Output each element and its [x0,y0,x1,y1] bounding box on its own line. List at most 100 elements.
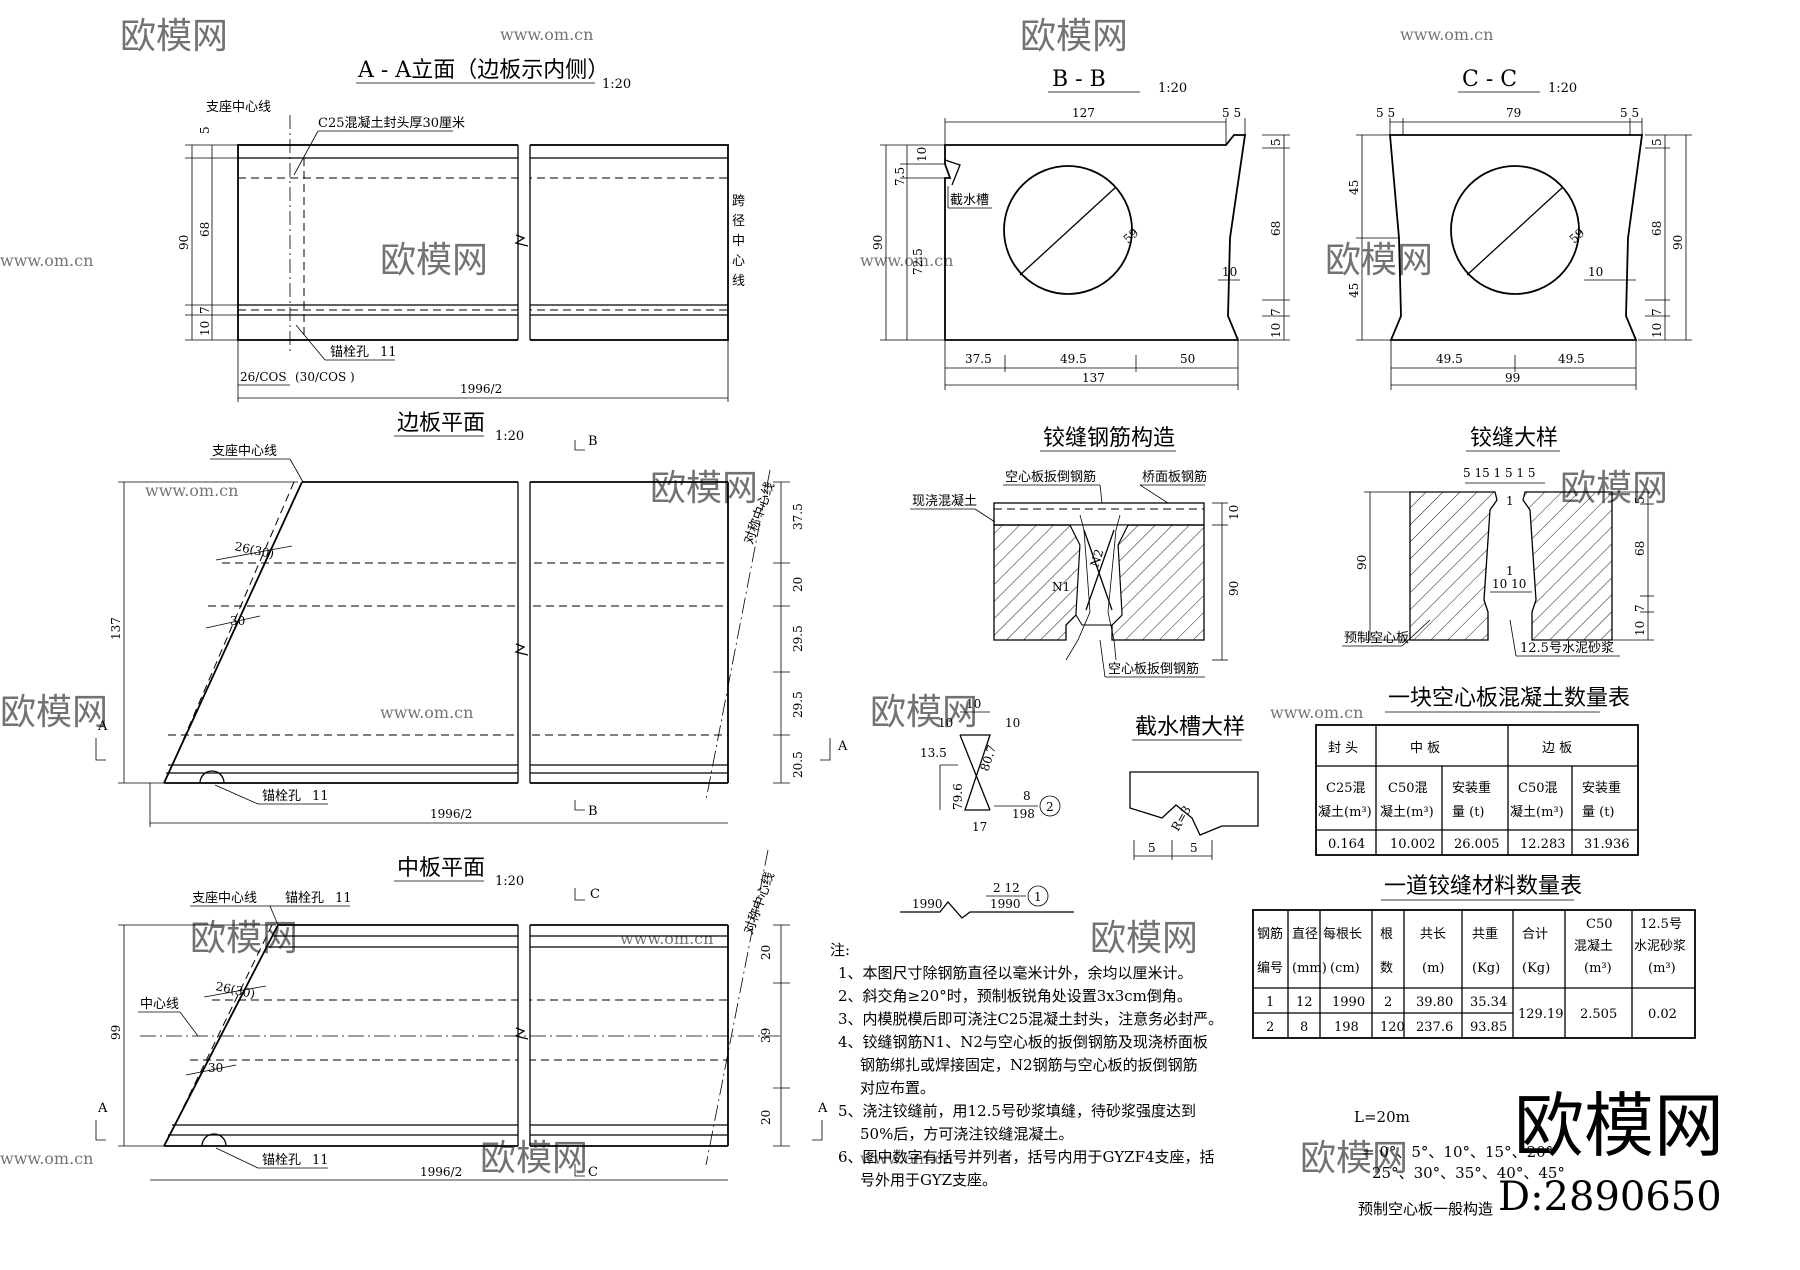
t2-r0-c2: 1990 [1332,995,1365,1010]
note-1: 1、本图尺寸除钢筋直径以毫米计外，余均以厘米计。 [838,964,1193,982]
wm-url-10: www.om.cn [860,1149,953,1168]
mid-title: 中板平面 [397,856,485,881]
svg-text:量 (t): 量 (t) [1582,805,1615,820]
t2-r0-c3: 2 [1384,995,1392,1010]
t2-r0-c1: 12 [1296,995,1313,1010]
edge-dim-20: 20 [791,577,805,592]
t2-r1-c5: 93.85 [1470,1020,1507,1035]
t2-r0-c0: 1 [1266,995,1274,1010]
note-4b: 钢筋绑扎或焊接固定，N2钢筋与空心板的扳倒钢筋 [860,1056,1198,1074]
edge-sec-a-left: A [97,719,108,734]
mid-dim-30: 30 [208,1061,223,1075]
mid-support-cl: 支座中心线 [192,891,257,906]
note-5b: 50%后，方可浇注铰缝混凝土。 [860,1125,1073,1143]
svg-text:中: 中 [732,234,745,249]
bar2-dim-10r: 10 [1005,716,1020,730]
mid-dim-99: 99 [109,1025,123,1040]
wm-brand-8: 欧模网 [870,692,978,733]
hinge-rebar-deck: 桥面板钢筋 [1142,469,1207,485]
hinge-detail: 铰缝大样 5 15 1 5 1 5 90 5 68 7 10 1 1 10 10… [1342,426,1654,657]
cc-dim-5: 5 [1650,138,1664,146]
bb-section: B - B 1:20 59 截水槽 127 5 5 10 7.5 90 72.5 [871,67,1290,390]
cc-dim-45a: 45 [1347,180,1361,195]
bb-dim-7: 7 [1269,308,1283,316]
t2-r1-c4: 237.6 [1416,1020,1453,1035]
mid-scale: 1:20 [495,874,524,889]
bar2-circle: 2 [1046,800,1054,814]
aa-dim-68: 68 [198,222,212,237]
t2-r1-c0: 2 [1266,1020,1274,1035]
table1-v-4: 31.936 [1584,837,1630,852]
svg-text:线: 线 [732,274,745,289]
hinge-dim-10: 10 [1633,621,1647,636]
cc-dim-90: 90 [1671,235,1685,250]
svg-text:根: 根 [1380,927,1393,942]
note-6b: 号外用于GYZ支座。 [860,1171,997,1189]
hinge-rebar-n2: N2 [1088,547,1107,569]
aa-elevation: A - A立面（边板示内侧） 1:20 支座中心线 C25混凝土封头厚30厘米 … [177,58,745,402]
bb-scale: 1:20 [1158,81,1187,96]
note-3: 3、内模脱模后即可浇注C25混凝土封头，注意务必封严。 [838,1010,1223,1028]
svg-text:(Kg): (Kg) [1522,961,1550,976]
cc-dim-59: 59 [1567,226,1588,247]
bar1-circle: 1 [1034,890,1042,904]
wm-brand-3: 欧模网 [380,240,488,281]
table1-v-3: 12.283 [1520,837,1566,852]
edge-sec-b-top: B [588,434,598,449]
bb-dim-90: 90 [871,235,885,250]
table1-v-0: 0.164 [1328,837,1365,852]
t2-total-kg: 129.19 [1518,1007,1564,1022]
table2-title: 一道铰缝材料数量表 [1384,874,1582,899]
wm-url-5: www.om.cn [145,481,238,500]
svg-text:(m³): (m³) [1584,961,1612,976]
footer-title: 预制空心板一般构造 [1358,1200,1493,1218]
note-6: 6、图中数字有括号并列者，括号内用于GYZF4支座，括 [838,1148,1215,1166]
watermarks: 欧模网 www.om.cn 欧模网 www.om.cn 欧模网 www.om.c… [0,16,1724,1220]
bb-dim-10c: 10 [1269,323,1283,338]
mid-dim-20a: 20 [759,945,773,960]
bar2-dim-10l: 10 [938,716,953,730]
aa-dim-len: 1996/2 [460,382,502,396]
svg-text:数: 数 [1380,961,1393,976]
wm-url-9: www.om.cn [0,1149,93,1168]
bb-dim-50: 50 [1180,352,1195,366]
wm-brand-4: 欧模网 [1325,240,1433,281]
svg-text:编号: 编号 [1257,961,1283,976]
aa-dim-5: 5 [198,126,212,134]
mid-dim-26-30: 26(30) [214,979,256,1001]
cc-dim-10: 10 [1588,265,1603,279]
footer-angles-1: = 0°、5°、10°、15°、20° [1362,1143,1553,1161]
t2-r1-c2: 198 [1334,1020,1359,1035]
bb-dim-725: 72.5 [911,248,925,275]
svg-text:(m³): (m³) [1648,961,1676,976]
bar2-dim-796: 79.6 [951,783,965,810]
svg-text:混凝土: 混凝土 [1574,938,1613,954]
table1-h-edge: 边 板 [1542,741,1572,756]
hinge-dim-90: 90 [1355,555,1369,570]
footer: L=20m = 0°、5°、10°、15°、20° 25°、30°、35°、40… [1354,1108,1565,1218]
t2-r0-c4: 39.80 [1416,995,1453,1010]
mid-anchor: 锚栓孔 [262,1153,301,1168]
note-4: 4、铰缝钢筋N1、N2与空心板的扳倒钢筋及现浇桥面板 [838,1033,1208,1051]
wm-brand-large: 欧模网 [1514,1085,1724,1167]
bar2-dim-17: 17 [972,820,987,834]
svg-text:钢筋: 钢筋 [1257,926,1283,942]
aa-seal-note: C25混凝土封头厚30厘米 [318,115,465,131]
cc-dim-79: 79 [1506,106,1521,120]
svg-text:凝土(m³): 凝土(m³) [1380,804,1434,820]
hinge-rebar-dim-90: 90 [1227,581,1241,596]
wm-url-1: www.om.cn [500,25,593,44]
wm-brand-6: 欧模网 [1560,468,1668,509]
bar2-dim-135: 13.5 [920,746,947,760]
svg-text:安装重: 安装重 [1452,780,1491,796]
wm-brand-12: 欧模网 [1300,1138,1408,1179]
mid-dim-39: 39 [759,1028,773,1043]
mid-anchor-top: 锚栓孔 [285,891,324,906]
mid-sec-a-right: A [817,1101,828,1116]
edge-dim-205: 20.5 [791,751,805,778]
wm-id: D:2890650 [1498,1174,1722,1220]
bb-dim-59: 59 [1121,226,1142,247]
wm-url-4: www.om.cn [860,251,953,270]
bar1-len: 1990 [912,897,943,911]
